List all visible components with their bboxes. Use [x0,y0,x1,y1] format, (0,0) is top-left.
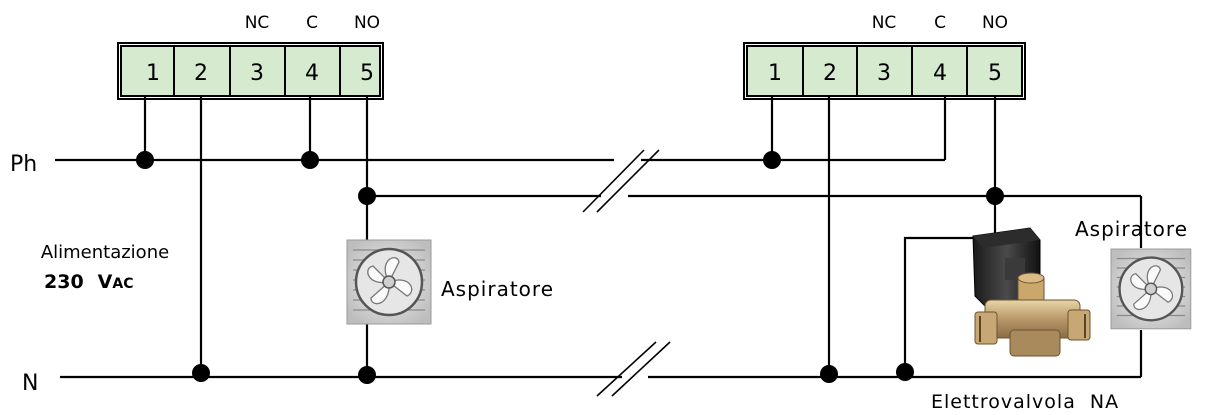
right-label-nc: NC [872,13,897,33]
neutral-label: N [22,371,38,396]
phase-label: Ph [10,152,37,177]
left-label-c: C [306,13,318,33]
wires [55,96,1143,379]
fan-left-label: Aspiratore [441,277,554,301]
left-terminal-2: 2 [194,61,208,86]
left-label-no: NO [354,13,380,33]
right-label-no: NO [982,13,1008,33]
left-terminal-1: 1 [146,61,160,86]
right-terminal-block: 1 2 3 4 5 NC C NO [743,13,1026,100]
right-terminal-1: 1 [768,61,782,86]
right-terminal-5: 5 [988,61,1002,86]
fan-icon [1109,247,1192,330]
right-terminal-2: 2 [823,61,837,86]
supply-label: Alimentazione [41,242,169,263]
right-label-c: C [934,13,946,33]
valve-label: Elettrovalvola NA [931,391,1119,413]
left-terminal-5: 5 [360,61,374,86]
fan-right-label: Aspiratore [1075,217,1188,241]
left-terminal-3: 3 [250,61,264,86]
junction-dots [136,151,1004,384]
right-terminal-4: 4 [933,61,947,86]
left-terminal-block: 1 2 3 4 5 NC C NO [117,13,384,100]
left-terminal-4: 4 [305,61,319,86]
line-break-marks [582,149,671,397]
fan-icon [345,238,433,326]
left-label-nc: NC [245,13,270,33]
solenoid-valve-icon [972,227,1091,357]
right-terminal-3: 3 [877,61,891,86]
